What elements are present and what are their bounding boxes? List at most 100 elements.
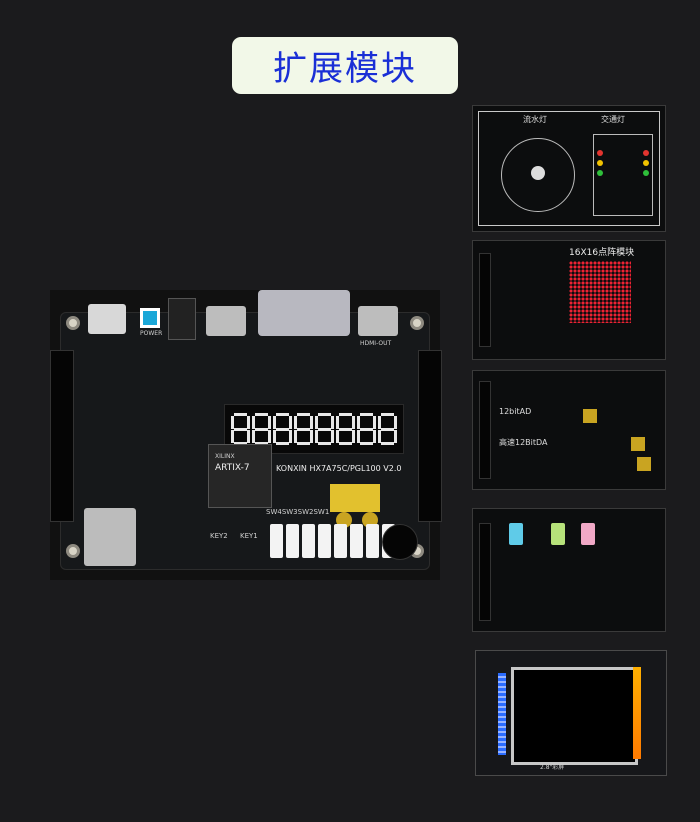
pin-header [479,253,491,347]
segment [315,416,318,429]
module-label: 12bitAD [499,407,532,416]
segment [297,442,310,445]
vga-port [258,290,350,336]
segment [373,416,376,429]
lcd-screen [511,667,638,765]
segment [357,430,360,443]
segment [339,442,352,445]
segment [336,430,339,443]
module-label: 流水灯 [523,115,547,124]
audio-jack [581,523,595,545]
segment [331,416,334,429]
pcb: POWER HDMI-OUT XILINX ARTIX-7 KONXIN HX7… [50,290,442,570]
led [643,150,649,156]
traffic-light-box [593,134,653,216]
module-outline [478,111,660,226]
switch-label: SW4SW3SW2SW1 [266,508,330,516]
segment [276,413,289,416]
left-pin-header [50,350,74,522]
led [597,160,603,166]
segment [234,413,247,416]
buzzer [382,524,418,560]
led-dot-matrix [569,261,631,323]
audio-module-photo [472,508,666,632]
segment [381,428,394,431]
segment [378,430,381,443]
segment [310,416,313,429]
lcd-flex-cable [633,667,641,759]
seven-segment-digit [252,413,271,445]
segment [394,430,397,443]
seven-segment-digit [357,413,376,445]
segment [360,413,373,416]
led [597,150,603,156]
sma-connector [583,409,597,423]
segment [255,413,268,416]
gold-header [330,484,380,512]
segment [297,428,310,431]
segment [336,416,339,429]
segment [373,430,376,443]
segment [318,428,331,431]
module-label: 16X16点阵模块 [569,248,635,258]
segment [318,413,331,416]
key-label: KEY1 [240,532,258,540]
pin-header [479,523,491,621]
segment [381,442,394,445]
segment [294,416,297,429]
segment [231,430,234,443]
module-label: 高速12BitDA [499,438,548,447]
board-model-label: KONXIN HX7A75C/PGL100 V2.0 [276,464,402,473]
segment [289,416,292,429]
fpga-board-photo: POWER HDMI-OUT XILINX ARTIX-7 KONXIN HX7… [50,290,442,580]
segment [234,428,247,431]
seven-segment-digit [336,413,355,445]
led [597,170,603,176]
segment [273,416,276,429]
led [643,170,649,176]
module-label: 交通灯 [601,115,625,124]
seven-segment-digit [378,413,397,445]
right-pin-header [418,350,442,522]
slide-switch [302,524,315,558]
segment [352,416,355,429]
segment [315,430,318,443]
segment [381,413,394,416]
segment [273,430,276,443]
slide-switch [318,524,331,558]
segment [297,413,310,416]
segment [357,416,360,429]
seven-segment-digit [231,413,250,445]
key-label: KEY2 [210,532,228,540]
hdmi-in-port [206,306,246,336]
adda-module-photo: 12bitAD 高速12BitDA [472,370,666,490]
segment [360,442,373,445]
hdmi-out-port [358,306,398,336]
segment [268,430,271,443]
segment [252,416,255,429]
segment [276,428,289,431]
segment [255,442,268,445]
page-title: 扩展模块 [232,37,458,94]
segment [255,428,268,431]
audio-jack [509,523,523,545]
segment [339,428,352,431]
ethernet-port [84,508,136,566]
seven-segment-display [224,404,404,454]
chip-label: ARTIX-7 [215,463,250,473]
fpga-chip: XILINX ARTIX-7 [208,444,272,508]
lcd-module-photo: 2.8"彩屏 [475,650,667,776]
module-label: 2.8"彩屏 [540,764,565,771]
slide-switch [270,524,283,558]
mount-hole [66,544,80,558]
segment [247,430,250,443]
rotary-knob [531,166,545,180]
segment [360,428,373,431]
segment [268,416,271,429]
lcd-pin-header [498,673,506,755]
slide-switch [366,524,379,558]
hdmi-out-label: HDMI-OUT [360,340,392,347]
segment [247,416,250,429]
mount-hole [410,316,424,330]
power-switch [140,308,160,328]
